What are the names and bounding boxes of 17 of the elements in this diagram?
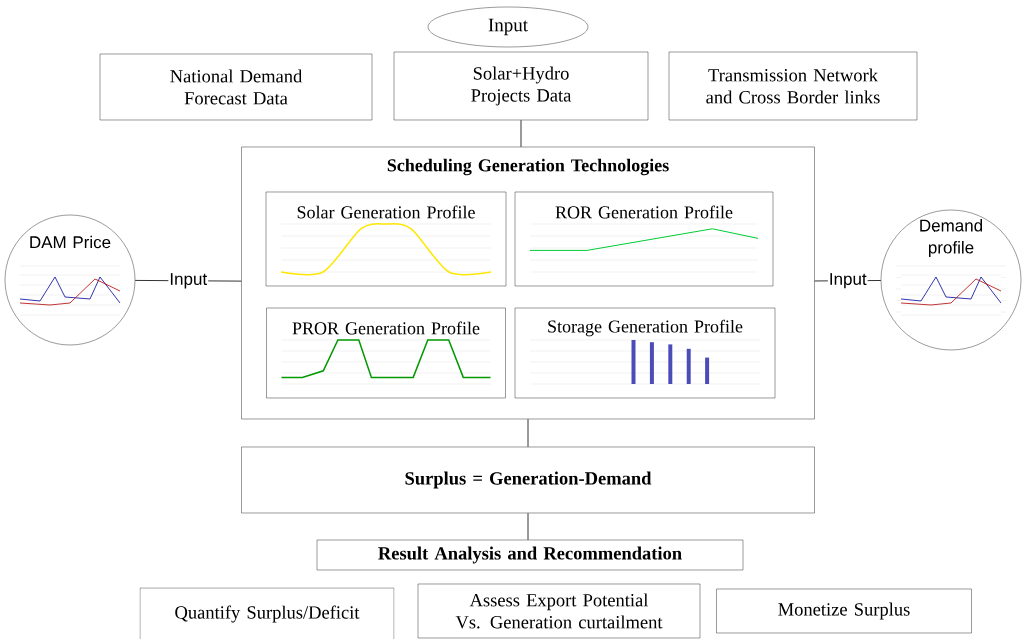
process-box: Monetize Surplus xyxy=(716,588,972,634)
connector-line xyxy=(527,418,529,448)
process-box: Result Analysis and Recommendation xyxy=(316,539,744,571)
edge-label: Input xyxy=(170,273,208,289)
process-box: Assess Export Potential Vs. Generation curtailment xyxy=(417,583,701,639)
process-box: Quantify Surplus/Deficit xyxy=(139,587,395,639)
profile-box: Solar Generation Profile xyxy=(265,191,507,287)
connector-line xyxy=(520,119,522,148)
connector-line xyxy=(527,512,529,541)
profile-box: PROR Generation Profile xyxy=(266,307,506,399)
process-box: National Demand Forecast Data xyxy=(99,53,373,121)
process-box: Surplus = Generation-Demand xyxy=(241,446,815,514)
edge-label: Input xyxy=(830,273,867,289)
process-box: Solar+Hydro Projects Data xyxy=(393,51,649,121)
profile-box: Storage Generation Profile xyxy=(514,307,776,399)
profile-box: ROR Generation Profile xyxy=(514,191,774,287)
process-box: Transmission Network and Cross Border links xyxy=(668,51,918,121)
